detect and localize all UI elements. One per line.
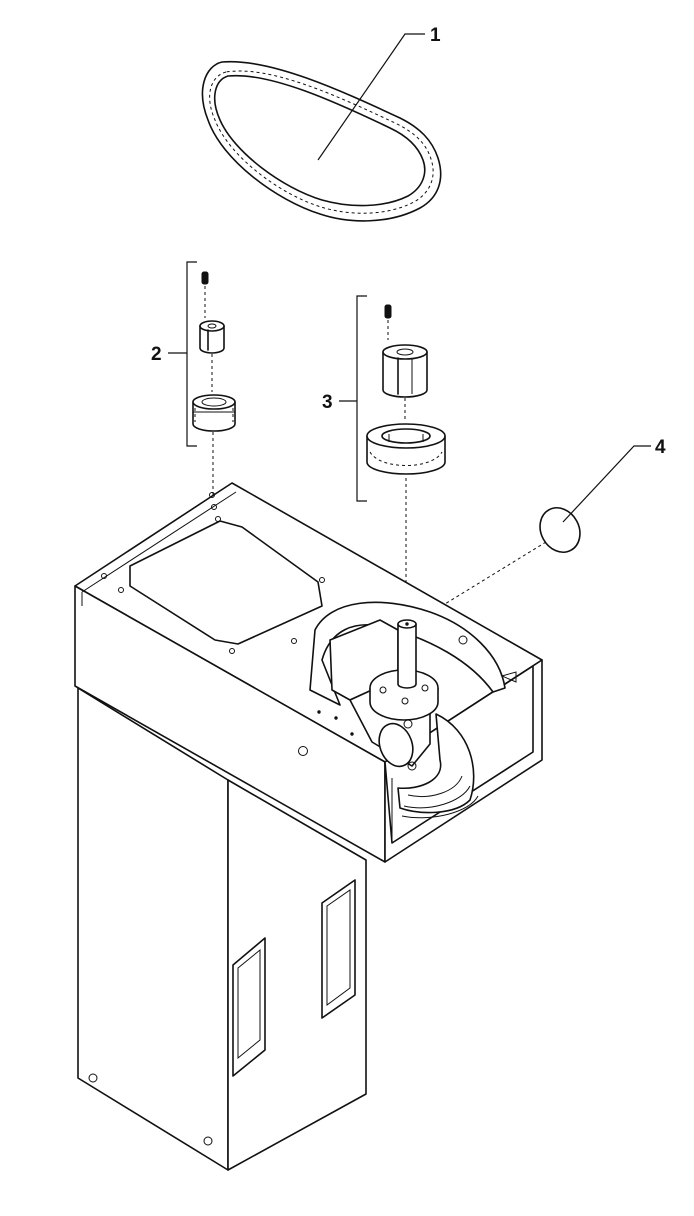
callout-3: 3: [322, 392, 333, 413]
large-pulley-assembly: 3: [322, 295, 446, 620]
large-set-screw: [384, 304, 392, 319]
large-toothed-pulley: [366, 423, 446, 475]
base-housing: [74, 482, 543, 1171]
callout-4: 4: [655, 437, 666, 458]
small-toothed-pulley: [192, 394, 236, 432]
timing-belt: 1: [201, 25, 442, 222]
callout-2: 2: [151, 344, 162, 365]
disc-plug: 4: [439, 437, 666, 608]
large-bushing: [382, 344, 428, 398]
small-set-screw: [201, 271, 209, 285]
callout-1: 1: [430, 25, 441, 46]
small-bushing: [199, 320, 225, 354]
